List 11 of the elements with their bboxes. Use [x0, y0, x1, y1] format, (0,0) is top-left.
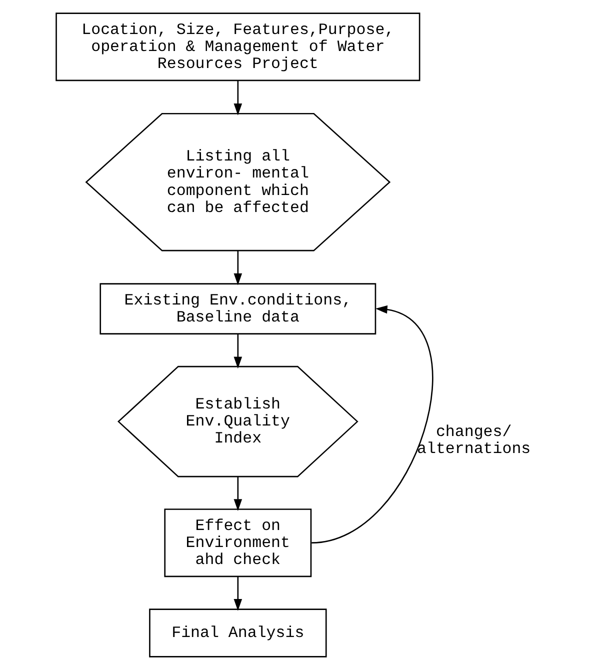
arrow: [311, 305, 433, 544]
node-box: Location, Size, Features,Purpose, operation & Management of Water Resources Project: [55, 12, 420, 82]
node-box: Effect on Environment ahd check: [164, 508, 312, 578]
arrow: [233, 250, 242, 286]
arrow: [233, 476, 242, 511]
arrow: [233, 334, 242, 369]
arrow: [233, 576, 242, 611]
arrow: [233, 80, 242, 116]
node-box: Final Analysis: [148, 608, 326, 658]
node-box: Existing Env.conditions, Baseline data: [99, 283, 376, 334]
edge-label: changes/ alternations: [416, 422, 530, 458]
